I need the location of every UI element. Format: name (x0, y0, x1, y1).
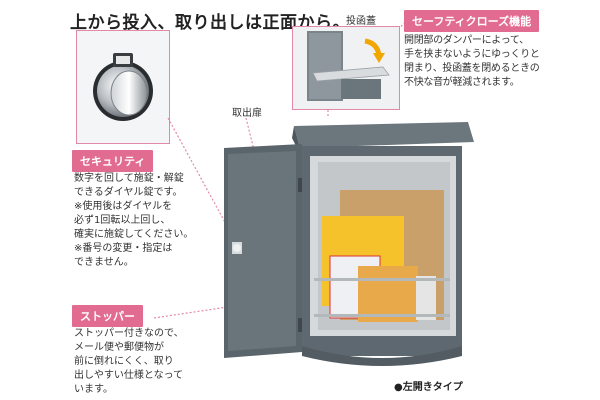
mailbox-illustration (224, 122, 474, 366)
security-title: セキュリティ (72, 150, 154, 172)
security-body: 数字を回して施錠・解錠 できるダイヤル錠です。 ※使用後はダイヤルを 必ず1回転… (74, 173, 194, 268)
headline: 上から投入、取り出しは正面から。 (70, 13, 350, 33)
door-label: 取出扉 (232, 108, 262, 119)
safety-close-title: セーフティクローズ機能 (404, 10, 540, 32)
type-caption: ●左開きタイプ (394, 382, 463, 393)
dial-lock-inset (76, 30, 170, 144)
magazine (416, 276, 436, 320)
orange-envelope (358, 266, 418, 322)
stopper-title: ストッパー (72, 305, 143, 327)
stopper-body: ストッパー付きなので、 メール便や郵便物が 前に倒れにくく、取り 出しやすい仕様… (74, 328, 184, 395)
inlet-illustration (293, 27, 399, 109)
inlet-inset (292, 26, 400, 110)
inlet-label: 投函蓋 (346, 16, 376, 27)
stopper-bar (314, 278, 450, 281)
safety-close-body: 開閉部のダンパーによって、 手を挟まないようにゆっくりと 閉まり、投函蓋を閉める… (404, 35, 540, 88)
dial-lock-illustration (77, 31, 169, 143)
